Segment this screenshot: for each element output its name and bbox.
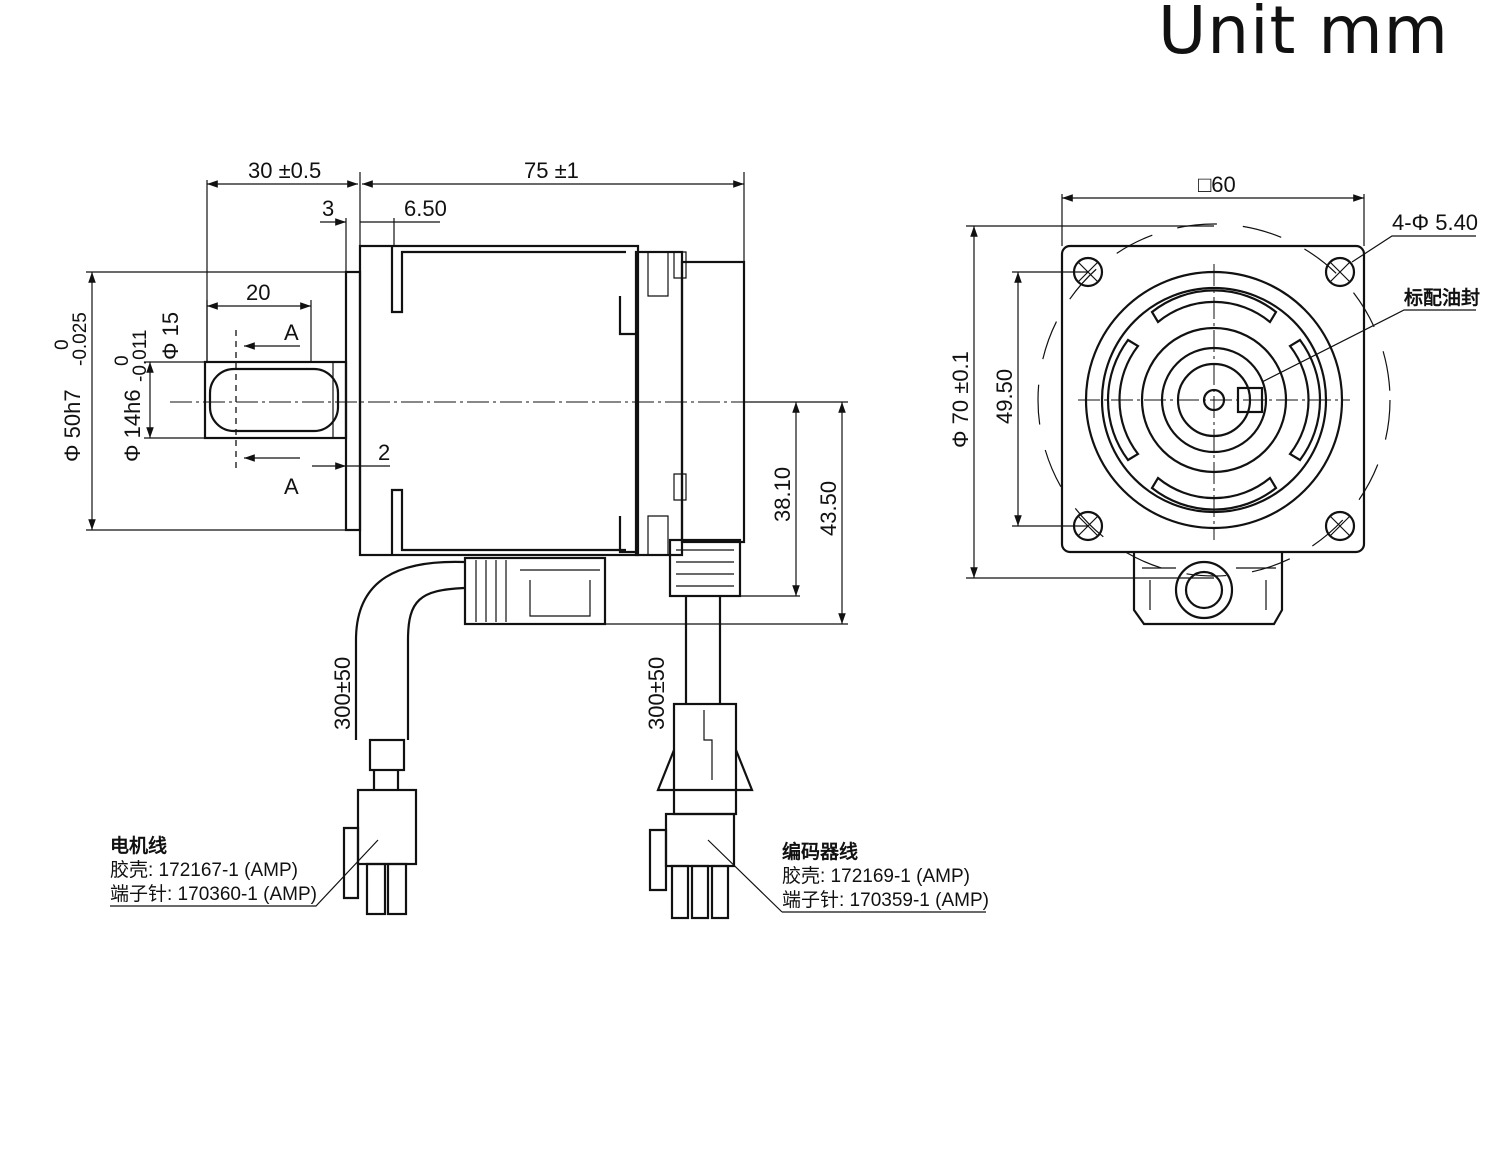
section-mark-top: A	[284, 320, 299, 345]
dim-encoder-cable-length: 300±50	[644, 657, 669, 730]
encoder-cable-pin: 端子针: 170359-1 (AMP)	[782, 889, 989, 911]
unit-title: Unit mm	[1158, 0, 1449, 69]
end-cap-detail	[647, 251, 687, 555]
dim-flange-thickness: 6.50	[404, 196, 447, 221]
dim-flange-step: 3	[322, 196, 334, 221]
motor-cable	[354, 560, 465, 740]
dim-height-connector: 38.10	[770, 467, 795, 522]
dim-shaft-diameter: Φ 14h6	[120, 389, 145, 462]
encoder-cable	[684, 596, 722, 704]
dim-mounting-holes: 4-Φ 5.40	[1392, 210, 1478, 235]
dim-shaft-length: 30 ±0.5	[248, 158, 321, 183]
dim-pcd: Φ 70 ±0.1	[948, 351, 973, 448]
dim-spigot-tol-lower: -0.025	[70, 312, 91, 366]
motor-cable-callout: 电机线 胶壳: 172167-1 (AMP) 端子针: 170360-1 (AM…	[110, 834, 379, 907]
front-connector	[1132, 552, 1284, 626]
dim-flange-square: □60	[1198, 172, 1236, 197]
side-view: 30 ±0.5 75 ±1 3 6.50 20 Φ 15 A A 2 Φ 50h…	[52, 158, 989, 920]
encoder-cable-title: 编码器线	[782, 840, 858, 863]
dim-hole-spacing: 49.50	[992, 369, 1017, 424]
dim-height-total: 43.50	[816, 481, 841, 536]
front-flange	[1060, 244, 1366, 554]
shaft-key	[208, 367, 340, 433]
motor-cable-title: 电机线	[110, 834, 167, 857]
encoder-cable-housing: 胶壳: 172169-1 (AMP)	[782, 865, 970, 887]
dim-spigot-diameter: Φ 50h7	[60, 389, 85, 462]
dim-body-length: 75 ±1	[524, 158, 579, 183]
oil-seal-label: 标配油封	[1404, 286, 1480, 309]
section-mark-bottom: A	[284, 474, 299, 499]
dim-spigot-tol-upper: 0	[52, 339, 73, 350]
dim-key-width: Φ 15	[158, 312, 183, 360]
front-view: □60 4-Φ 5.40 标配油封 Φ 70 ±0.1 49.50	[948, 172, 1480, 626]
dim-shaft-tol-lower: -0.011	[130, 330, 151, 382]
body-fins	[390, 246, 636, 555]
encoder-cable-plug	[672, 702, 738, 816]
motor-cable-housing: 胶壳: 172167-1 (AMP)	[110, 859, 298, 881]
dim-shaft-tol-upper: 0	[112, 355, 133, 366]
motor-connector-gland	[463, 556, 607, 626]
motor-cable-pin: 端子针: 170360-1 (AMP)	[110, 883, 317, 905]
shaft	[203, 360, 348, 440]
encoder-cable-callout: 编码器线 胶壳: 172169-1 (AMP) 端子针: 170359-1 (A…	[707, 839, 989, 913]
dim-key-length: 20	[246, 280, 270, 305]
dim-motor-cable-length: 300±50	[330, 657, 355, 730]
flange-spigot	[344, 270, 362, 532]
motor-end-cap	[634, 250, 684, 557]
encoder-connector-gland	[668, 538, 742, 598]
dim-key-offset: 2	[378, 440, 390, 465]
